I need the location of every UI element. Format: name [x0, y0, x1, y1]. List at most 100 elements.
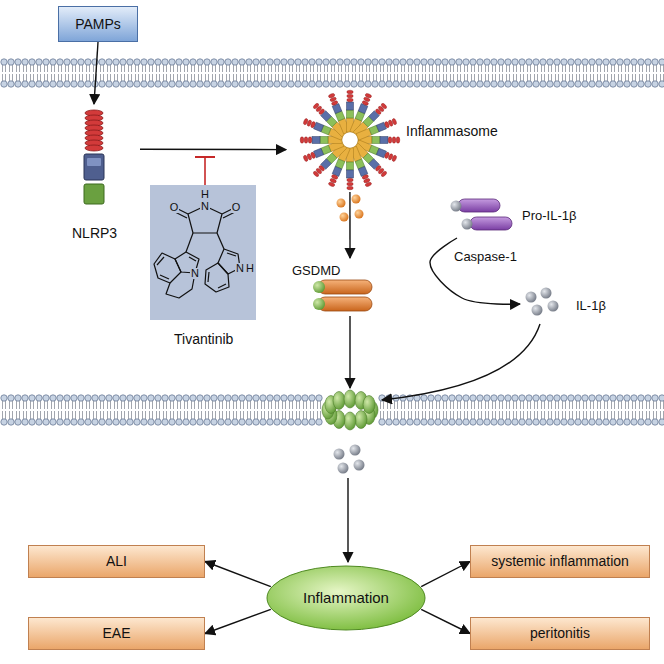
cell-membrane	[472, 65, 475, 81]
cell-membrane	[563, 65, 566, 81]
caspase-dots	[355, 210, 364, 219]
cell-membrane	[199, 401, 202, 419]
cell-membrane	[8, 59, 14, 65]
cell-membrane	[31, 401, 34, 419]
cell-membrane	[274, 419, 280, 425]
cell-membrane	[365, 81, 371, 87]
cell-membrane	[640, 65, 643, 81]
cell-membrane	[262, 65, 265, 81]
cell-membrane	[316, 59, 322, 65]
cell-membrane	[554, 59, 560, 65]
protein-figure: GSDMD	[288, 258, 388, 312]
cell-membrane	[589, 81, 595, 87]
cell-membrane	[29, 81, 35, 87]
cell-membrane	[498, 81, 504, 87]
cell-membrane	[512, 419, 518, 425]
cell-membrane	[36, 59, 42, 65]
cell-membrane	[512, 59, 518, 65]
cell-membrane	[155, 59, 161, 65]
cell-membrane	[442, 59, 448, 65]
cell-membrane	[99, 81, 105, 87]
inflammasome-complex	[388, 137, 392, 143]
inflammasome-complex	[396, 137, 400, 143]
cell-membrane	[561, 59, 567, 65]
cell-membrane	[197, 395, 203, 401]
cell-membrane	[218, 81, 224, 87]
cell-membrane	[451, 401, 454, 419]
cell-membrane	[45, 401, 48, 419]
cell-membrane	[645, 419, 651, 425]
cell-membrane	[547, 395, 553, 401]
cell-membrane	[15, 59, 21, 65]
inflammasome-complex	[347, 94, 353, 98]
cell-membrane	[274, 81, 280, 87]
cell-membrane	[584, 401, 587, 419]
cell-membrane	[106, 81, 112, 87]
cell-membrane	[50, 59, 56, 65]
inflammasome-complex	[320, 137, 328, 144]
inflammasome-complex	[391, 155, 397, 162]
inflammasome-complex	[312, 102, 347, 137]
cell-membrane	[659, 81, 664, 87]
cell-membrane	[449, 419, 455, 425]
cell-membrane	[505, 59, 511, 65]
cell-membrane	[29, 419, 35, 425]
cell-membrane	[241, 65, 244, 81]
cell-membrane	[260, 81, 266, 87]
cell-membrane	[73, 65, 76, 81]
cell-membrane	[484, 419, 490, 425]
cell-membrane	[582, 59, 588, 65]
cell-membrane	[659, 59, 664, 65]
cell-membrane	[225, 59, 231, 65]
cell-membrane	[71, 419, 77, 425]
cell-membrane	[302, 81, 308, 87]
cell-membrane	[288, 59, 294, 65]
cell-membrane	[428, 395, 434, 401]
cell-membrane	[449, 59, 455, 65]
cell-membrane	[43, 395, 49, 401]
cell-membrane	[36, 419, 42, 425]
gsdmd-pore	[344, 390, 356, 408]
cell-membrane	[437, 401, 440, 419]
cell-membrane	[24, 401, 27, 419]
cell-membrane	[87, 65, 90, 81]
cell-membrane	[234, 65, 237, 81]
cell-membrane	[584, 65, 587, 81]
cell-membrane	[652, 395, 658, 401]
cell-membrane	[304, 65, 307, 81]
cell-membrane	[309, 419, 315, 425]
cell-membrane	[276, 65, 279, 81]
cell-membrane	[617, 59, 623, 65]
released-il1b	[354, 460, 365, 471]
cell-membrane	[29, 59, 35, 65]
cell-membrane	[120, 395, 126, 401]
cell-membrane	[388, 65, 391, 81]
cell-membrane	[85, 419, 91, 425]
cell-membrane	[101, 401, 104, 419]
inflammasome-complex	[391, 118, 397, 125]
cell-membrane	[458, 401, 461, 419]
cell-membrane	[22, 81, 28, 87]
cell-membrane	[423, 65, 426, 81]
cell-membrane	[274, 395, 280, 401]
cell-membrane	[71, 81, 77, 87]
cell-membrane	[232, 81, 238, 87]
cell-membrane	[169, 419, 175, 425]
cell-membrane	[442, 395, 448, 401]
cell-membrane	[141, 395, 147, 401]
cell-membrane	[596, 419, 602, 425]
cell-membrane	[323, 59, 329, 65]
complex-figure: Inflammasome	[286, 86, 508, 192]
cell-membrane	[260, 59, 266, 65]
cell-membrane	[332, 65, 335, 81]
node-label: Tivantinib	[174, 331, 233, 347]
cell-membrane	[239, 395, 245, 401]
node-label: NLRP3	[72, 225, 117, 241]
cell-membrane	[456, 419, 462, 425]
cell-membrane	[283, 65, 286, 81]
cell-membrane	[211, 59, 217, 65]
inflammasome-complex	[303, 155, 309, 162]
nlrp3-receptor	[84, 154, 104, 180]
cell-membrane	[498, 59, 504, 65]
